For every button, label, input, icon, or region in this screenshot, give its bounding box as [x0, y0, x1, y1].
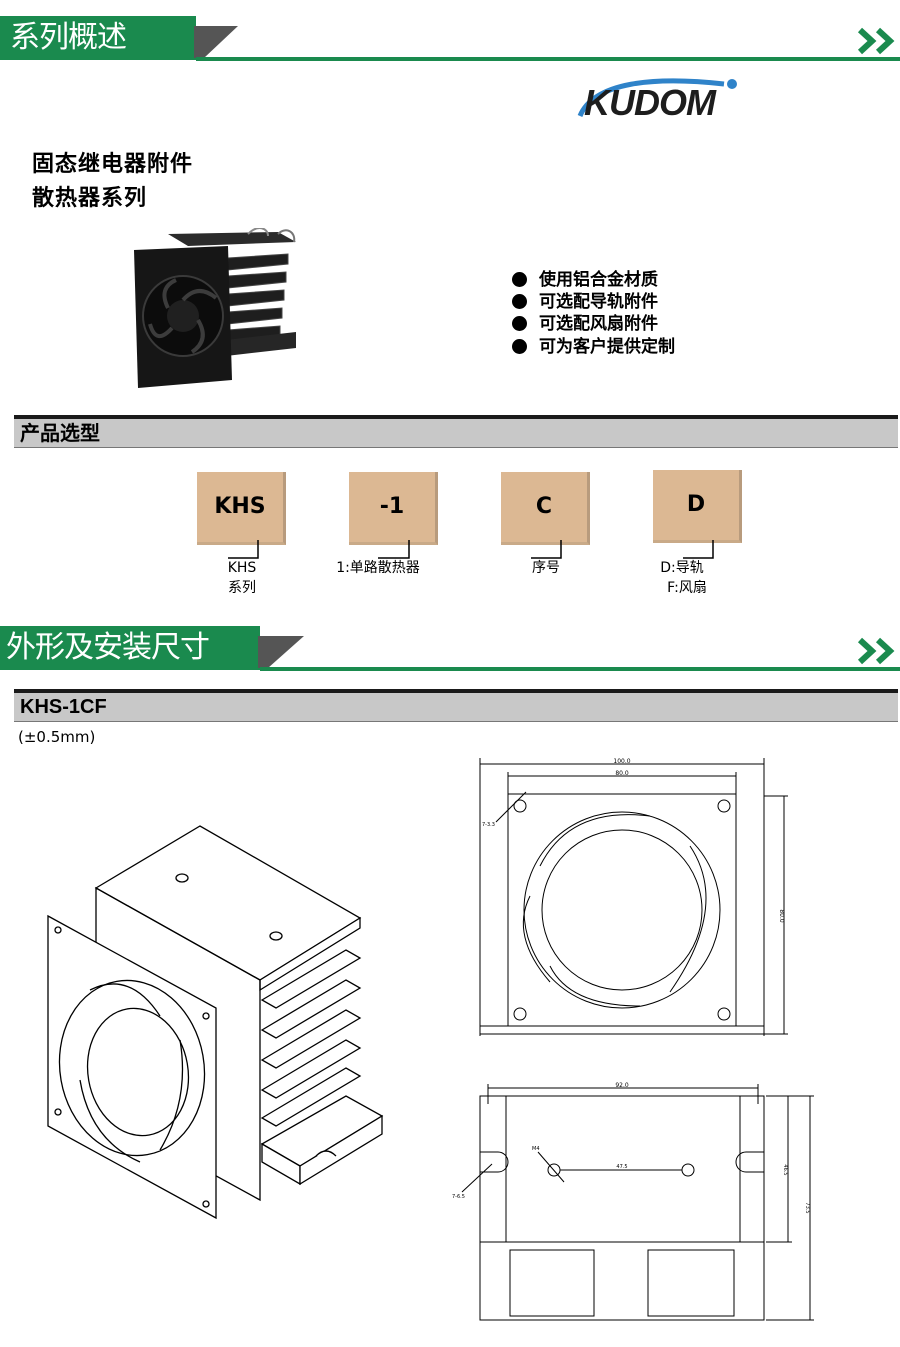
dim-inner-height: 46.5	[782, 1164, 788, 1175]
dim-total-width: 100.0	[613, 758, 630, 765]
banner-wedge	[258, 636, 304, 668]
product-title-line2: 散热器系列	[32, 186, 148, 211]
dim-thread: M4	[532, 1146, 540, 1152]
section-banner-dimensions: 外形及安装尺寸	[0, 610, 900, 672]
code-desc-channels: 1:单路散热器	[336, 560, 420, 576]
dim-mount-pitch: 47.5	[616, 1164, 627, 1170]
code-box-series: KHS	[197, 472, 286, 545]
product-photo	[134, 228, 296, 388]
feature-item: 可选配导轨附件	[512, 291, 658, 313]
bottom-view-drawing: 92.0 M4 47.5 7-6.5 46.5 73.5	[452, 1082, 814, 1321]
section-title: 外形及安装尺寸	[6, 630, 210, 665]
code-desc-series: KHS 系列	[227, 560, 257, 596]
logo-swoosh-icon	[577, 78, 737, 118]
bullet-icon	[512, 316, 527, 331]
dim-hole-size: 7-3.3	[482, 822, 495, 828]
bullet-icon	[512, 294, 527, 309]
double-chevron-icon	[857, 27, 895, 55]
section-title: 系列概述	[10, 20, 127, 55]
logo-text: KUDOM	[584, 82, 716, 123]
code-box-channels: -1	[349, 472, 438, 545]
banner-rule	[260, 667, 900, 671]
subheader-title: 产品选型	[20, 421, 100, 445]
dim-slot: 7-6.5	[452, 1194, 465, 1200]
model-title: KHS-1CF	[20, 696, 107, 718]
banner-wedge	[194, 26, 238, 58]
dim-bottom-width: 92.0	[615, 1082, 629, 1089]
front-view-drawing: 100.0 80.0 80.0 7-3.3	[479, 758, 788, 1036]
code-desc-serial: 序号	[532, 560, 560, 576]
dim-outer-height: 73.5	[804, 1202, 810, 1213]
banner-tab: 外形及安装尺寸	[0, 626, 260, 670]
code-box-option: D	[653, 470, 742, 543]
bullet-icon	[512, 272, 527, 287]
product-title-line1: 固态继电器附件	[32, 152, 194, 177]
banner-rule	[196, 57, 900, 61]
feature-item: 使用铝合金材质	[512, 269, 658, 291]
double-chevron-icon	[857, 637, 895, 665]
section-banner-overview: 系列概述	[0, 0, 900, 62]
kudom-logo: KUDOM	[574, 76, 750, 126]
code-connectors	[228, 540, 714, 559]
feature-item: 可选配风扇附件	[512, 313, 658, 335]
subheader-model: KHS-1CF	[14, 689, 898, 722]
code-box-serial: C	[501, 472, 590, 545]
feature-item: 可为客户提供定制	[512, 336, 675, 358]
dim-height: 80.0	[778, 909, 785, 923]
dim-hole-pitch: 80.0	[615, 770, 629, 777]
isometric-drawing	[47, 825, 384, 1220]
banner-tab: 系列概述	[0, 16, 196, 60]
tolerance-note: (±0.5mm)	[18, 728, 96, 746]
code-desc-option: D:导轨 F:风扇	[660, 560, 707, 596]
subheader-selection: 产品选型	[14, 415, 898, 448]
bullet-icon	[512, 339, 527, 354]
